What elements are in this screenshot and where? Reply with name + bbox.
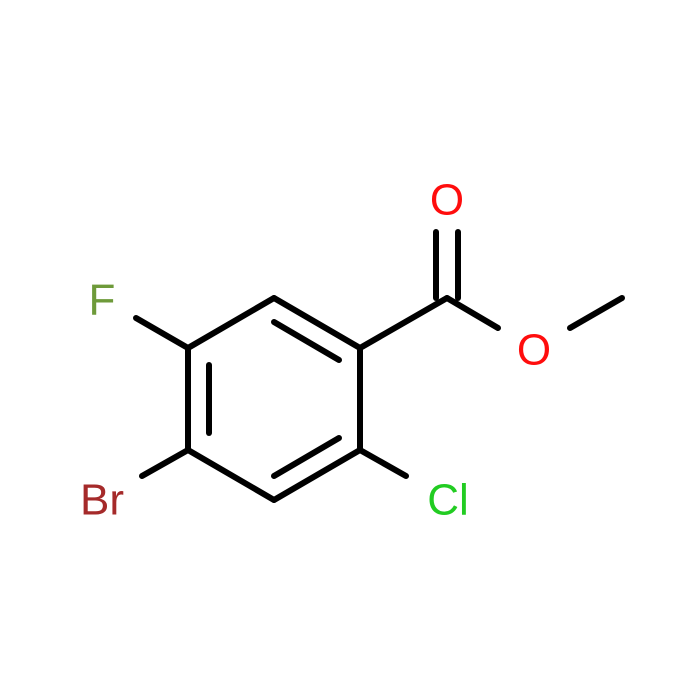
ring-double-bond-top — [271, 319, 342, 363]
ester-oxygen-label: O — [517, 326, 551, 375]
bond-c-bromine — [139, 447, 191, 479]
fluorine-label: F — [89, 276, 116, 325]
ring-bond-c4-c5 — [271, 447, 363, 503]
bromine-label: Br — [80, 476, 124, 525]
ring-bond-c5-c6 — [185, 447, 277, 503]
ring-double-bond-bottom — [271, 435, 342, 479]
bond-ring-carbonyl-carbon — [357, 295, 450, 351]
bond-ester-oxygen-methyl — [567, 295, 625, 331]
bond-c-chlorine — [357, 447, 409, 479]
bond-c-fluorine — [133, 315, 191, 351]
bond-carbonyl-ester-oxygen — [444, 295, 501, 331]
carbonyl-oxygen-label: O — [430, 176, 464, 225]
ring-bond-c1-c2 — [185, 295, 277, 351]
benzene-ring — [185, 295, 363, 503]
ring-bond-c2-c3 — [271, 295, 363, 351]
chlorine-label: Cl — [427, 476, 469, 525]
